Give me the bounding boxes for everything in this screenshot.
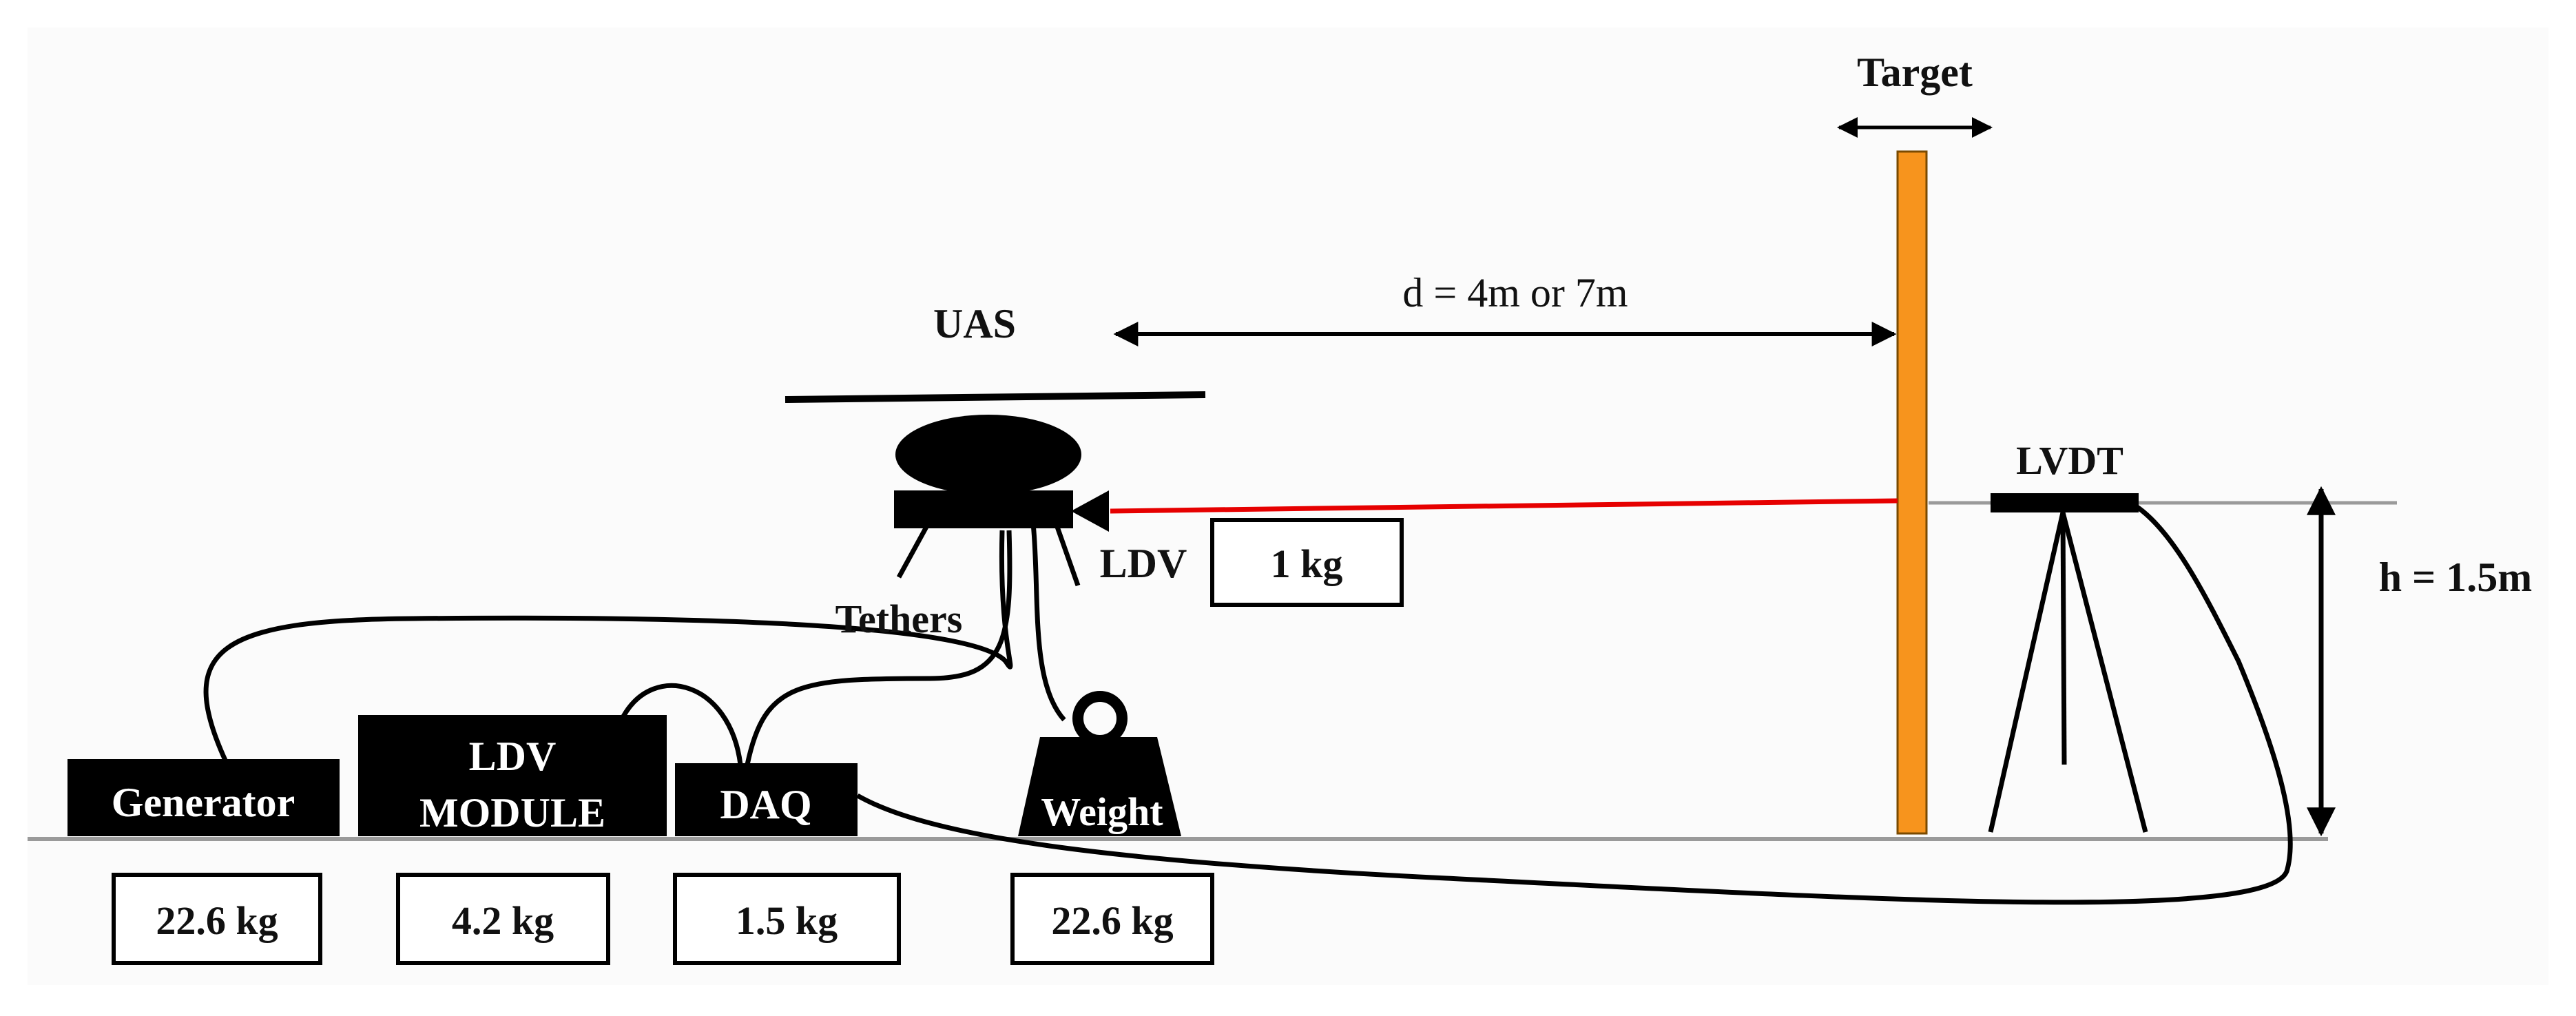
height-label: h = 1.5m [2379,554,2533,600]
generator-box [67,759,340,836]
ldv-module-box [358,715,667,836]
target-post [1896,150,1928,835]
distance-label: d = 4m or 7m [1402,270,1628,315]
laser-beam [1110,498,1898,514]
ldv-label: LDV [1100,541,1187,586]
generator-mass-label: 22.6 kg [156,898,278,943]
uas-leg-right [1055,526,1081,587]
ldv-mass-label: 1 kg [1271,541,1343,586]
cables [203,499,2293,905]
lvdt-label: LVDT [2016,438,2123,483]
weight-mass-label: 22.6 kg [1051,898,1173,943]
uas-body [895,415,1081,495]
uas-label: UAS [933,301,1016,346]
ldv-sensor-icon [1071,490,1109,532]
target-label: Target [1857,50,1973,95]
module-daq-cable [621,683,743,765]
lvdt-tripod [1988,512,2148,833]
daq-mass-label: 1.5 kg [736,898,838,943]
daq-label: DAQ [720,782,811,827]
weight-label: Weight [1041,789,1163,834]
generator-mass-box [112,873,322,965]
daq-tether-cable [745,530,1012,765]
ldv-mass-box [1210,518,1404,607]
uas-rotor [785,391,1206,403]
tethers-label: Tethers [835,597,963,641]
weight-mass-box [1010,873,1214,965]
generator-cable [203,530,1013,766]
lvdt-ground-cable [856,499,2293,905]
generator-label: Generator [112,780,295,825]
lvdt-sensor [1991,493,2139,512]
weight-tether [1030,523,1066,722]
diagram-background [28,28,2548,985]
weight-icon [1018,691,1181,836]
daq-mass-box [673,873,901,965]
uas-leg-left [896,526,929,579]
ldv-module-mass-label: 4.2 kg [452,898,554,943]
uas-frame [894,490,1073,528]
daq-box [675,763,858,836]
ldv-module-label-line1: LDV [469,734,557,779]
ldv-module-mass-box [396,873,610,965]
ldv-module-label-line2: MODULE [419,790,605,836]
